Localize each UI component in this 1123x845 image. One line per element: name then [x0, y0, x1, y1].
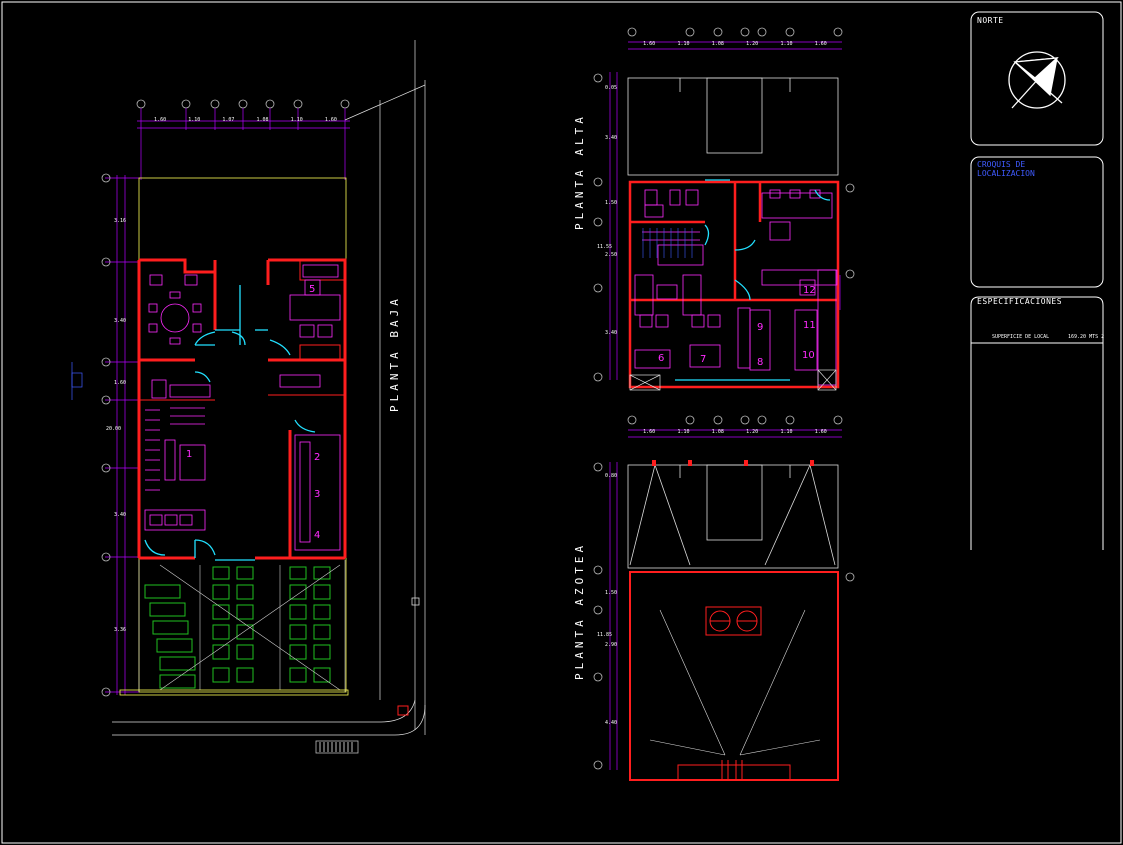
ground-total-dimension: 20.00 [106, 426, 122, 432]
svg-text:7: 7 [700, 354, 706, 365]
svg-text:3: 3 [314, 489, 320, 500]
dimension-label: 2.90 [605, 642, 618, 648]
ground-top-dimensions: 1.60 1.10 1.07 1.08 1.10 1.60 [143, 117, 348, 123]
roof-top-dimensions: 1.60 1.10 1.08 1.20 1.10 1.60 [632, 429, 838, 435]
dimension-label: 4.40 [605, 720, 618, 726]
dimension-label: 1.60 [114, 380, 127, 386]
dimension-label: 1.10 [290, 117, 303, 123]
svg-text:5: 5 [309, 284, 315, 295]
dimension-label: 3.40 [114, 512, 127, 518]
dimension-label: 1.10 [188, 117, 201, 123]
svg-text:1: 1 [186, 449, 192, 460]
location-label: CROQUIS DE LOCALIZACION [977, 160, 1035, 178]
svg-text:6: 6 [658, 353, 664, 364]
dimension-label: 1.60 [814, 429, 827, 435]
svg-text:12: 12 [803, 285, 816, 296]
dimension-label: 1.20 [746, 41, 759, 47]
dimension-label: 1.20 [746, 429, 759, 435]
dimension-label: 2.50 [605, 252, 618, 258]
area-value: 169.20 MTS 2 [1068, 334, 1105, 340]
roof-title: PLANTA AZOTEA [573, 541, 586, 680]
specs-label: ESPECIFICACIONES [977, 297, 1063, 306]
area-label: SUPERFICIE DE LOCAL [992, 334, 1050, 340]
upper-top-dimensions: 1.60 1.10 1.08 1.20 1.10 1.60 [632, 41, 838, 47]
north-label: NORTE [977, 16, 1004, 25]
title-block [970, 11, 1104, 550]
dimension-label: 3.16 [114, 218, 127, 224]
dimension-label: 1.50 [605, 590, 618, 596]
svg-text:2: 2 [314, 452, 320, 463]
svg-text:4: 4 [314, 530, 320, 541]
dimension-label: 1.10 [780, 429, 793, 435]
roof-total-dimension: 11.85 [597, 632, 613, 638]
svg-text:10: 10 [802, 350, 815, 361]
dimension-label: 3.40 [605, 135, 618, 141]
dimension-label: 1.60 [324, 117, 337, 123]
upper-total-dimension: 11.55 [597, 244, 613, 250]
dimension-label: 1.08 [256, 117, 269, 123]
dimension-label: 1.07 [222, 117, 235, 123]
dimension-label: 1.10 [780, 41, 793, 47]
dimension-label: 3.36 [114, 627, 127, 633]
roof-plan [593, 415, 855, 781]
svg-text:8: 8 [757, 357, 763, 368]
ground-floor-title: PLANTA BAJA [388, 295, 401, 412]
dimension-label: 0.80 [605, 473, 618, 479]
ground-floor-plan: 5 1 2 3 4 [71, 40, 426, 754]
svg-text:9: 9 [757, 322, 763, 333]
svg-text:11: 11 [803, 320, 816, 331]
upper-floor-plan: 6 7 9 8 11 10 12 [593, 27, 855, 391]
dimension-label: 1.10 [677, 41, 690, 47]
dimension-label: 1.60 [154, 117, 167, 123]
dimension-label: 1.60 [643, 429, 656, 435]
dimension-label: 1.08 [711, 429, 724, 435]
dimension-label: 0.05 [605, 85, 618, 91]
upper-floor-title: PLANTA ALTA [573, 113, 586, 230]
dimension-label: 1.10 [677, 429, 690, 435]
dimension-label: 1.60 [643, 41, 656, 47]
dimension-label: 1.08 [711, 41, 724, 47]
dimension-label: 1.50 [605, 200, 618, 206]
dimension-label: 3.40 [114, 318, 127, 324]
dimension-label: 1.60 [814, 41, 827, 47]
dimension-label: 3.40 [605, 330, 618, 336]
north-arrow-icon [1008, 51, 1066, 109]
